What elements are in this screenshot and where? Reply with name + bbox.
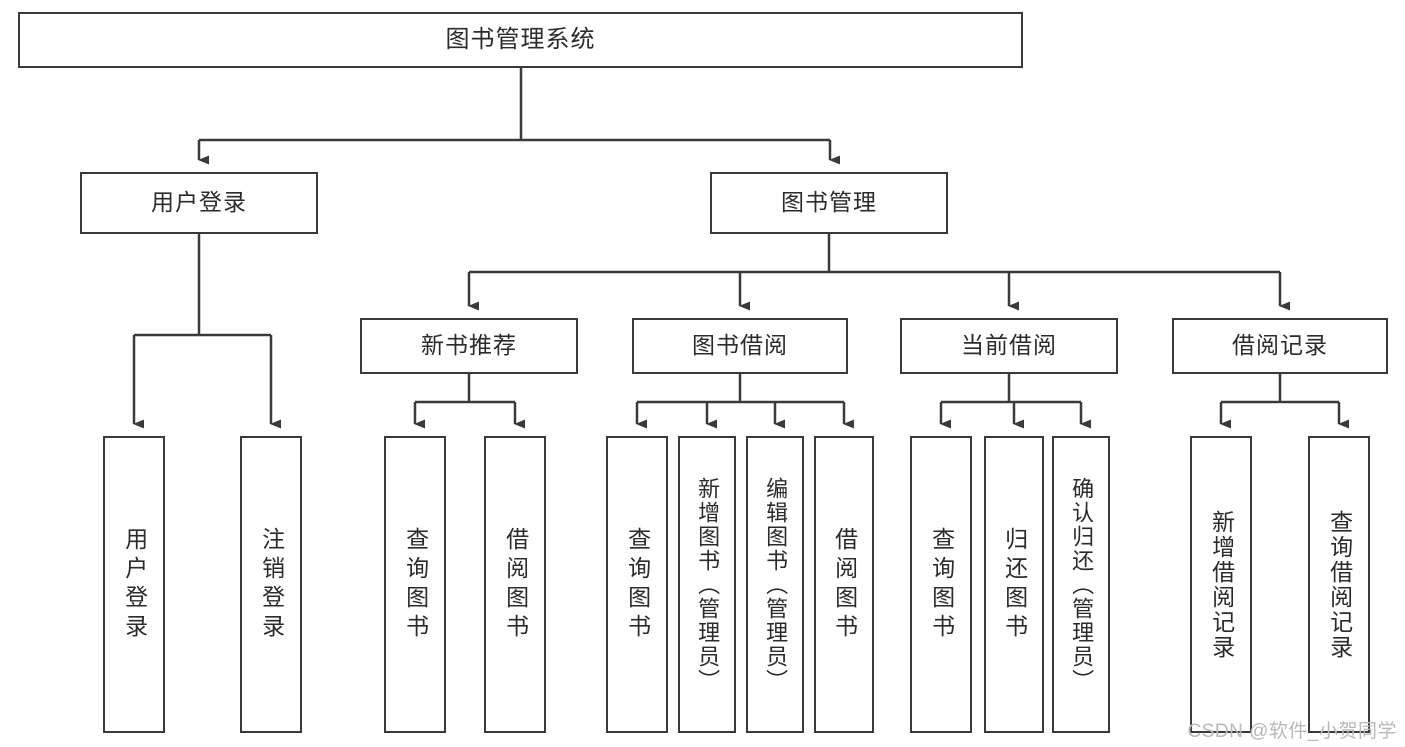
csdn-watermark: CSDN @软件_小贺同学 (1187, 721, 1397, 742)
leaf-user-login[interactable]: 用户登录 (103, 436, 165, 733)
leaf-query-book-recommend[interactable]: 查询图书 (384, 436, 446, 733)
leaf-confirm-return-admin[interactable]: 确认归还（管理员） (1052, 436, 1110, 733)
node-borrow-record[interactable]: 借阅记录 (1172, 318, 1388, 374)
node-book-borrow[interactable]: 图书借阅 (632, 318, 848, 374)
node-root-system[interactable]: 图书管理系统 (18, 12, 1023, 68)
node-user-login[interactable]: 用户登录 (80, 172, 318, 234)
leaf-borrow-book-borrow[interactable]: 借阅图书 (814, 436, 874, 733)
leaf-query-book-borrow[interactable]: 查询图书 (606, 436, 668, 733)
leaf-query-borrow-record[interactable]: 查询借阅记录 (1308, 436, 1370, 733)
node-current-borrow[interactable]: 当前借阅 (900, 318, 1118, 374)
leaf-add-book-admin[interactable]: 新增图书（管理员） (678, 436, 736, 733)
leaf-edit-book-admin[interactable]: 编辑图书（管理员） (746, 436, 804, 733)
leaf-borrow-book-recommend[interactable]: 借阅图书 (484, 436, 546, 733)
leaf-logout[interactable]: 注销登录 (240, 436, 302, 733)
node-book-manage[interactable]: 图书管理 (710, 172, 948, 234)
leaf-return-book[interactable]: 归还图书 (984, 436, 1044, 733)
leaf-query-book-current[interactable]: 查询图书 (910, 436, 972, 733)
node-new-book-recommend[interactable]: 新书推荐 (360, 318, 578, 374)
leaf-add-borrow-record[interactable]: 新增借阅记录 (1190, 436, 1252, 733)
